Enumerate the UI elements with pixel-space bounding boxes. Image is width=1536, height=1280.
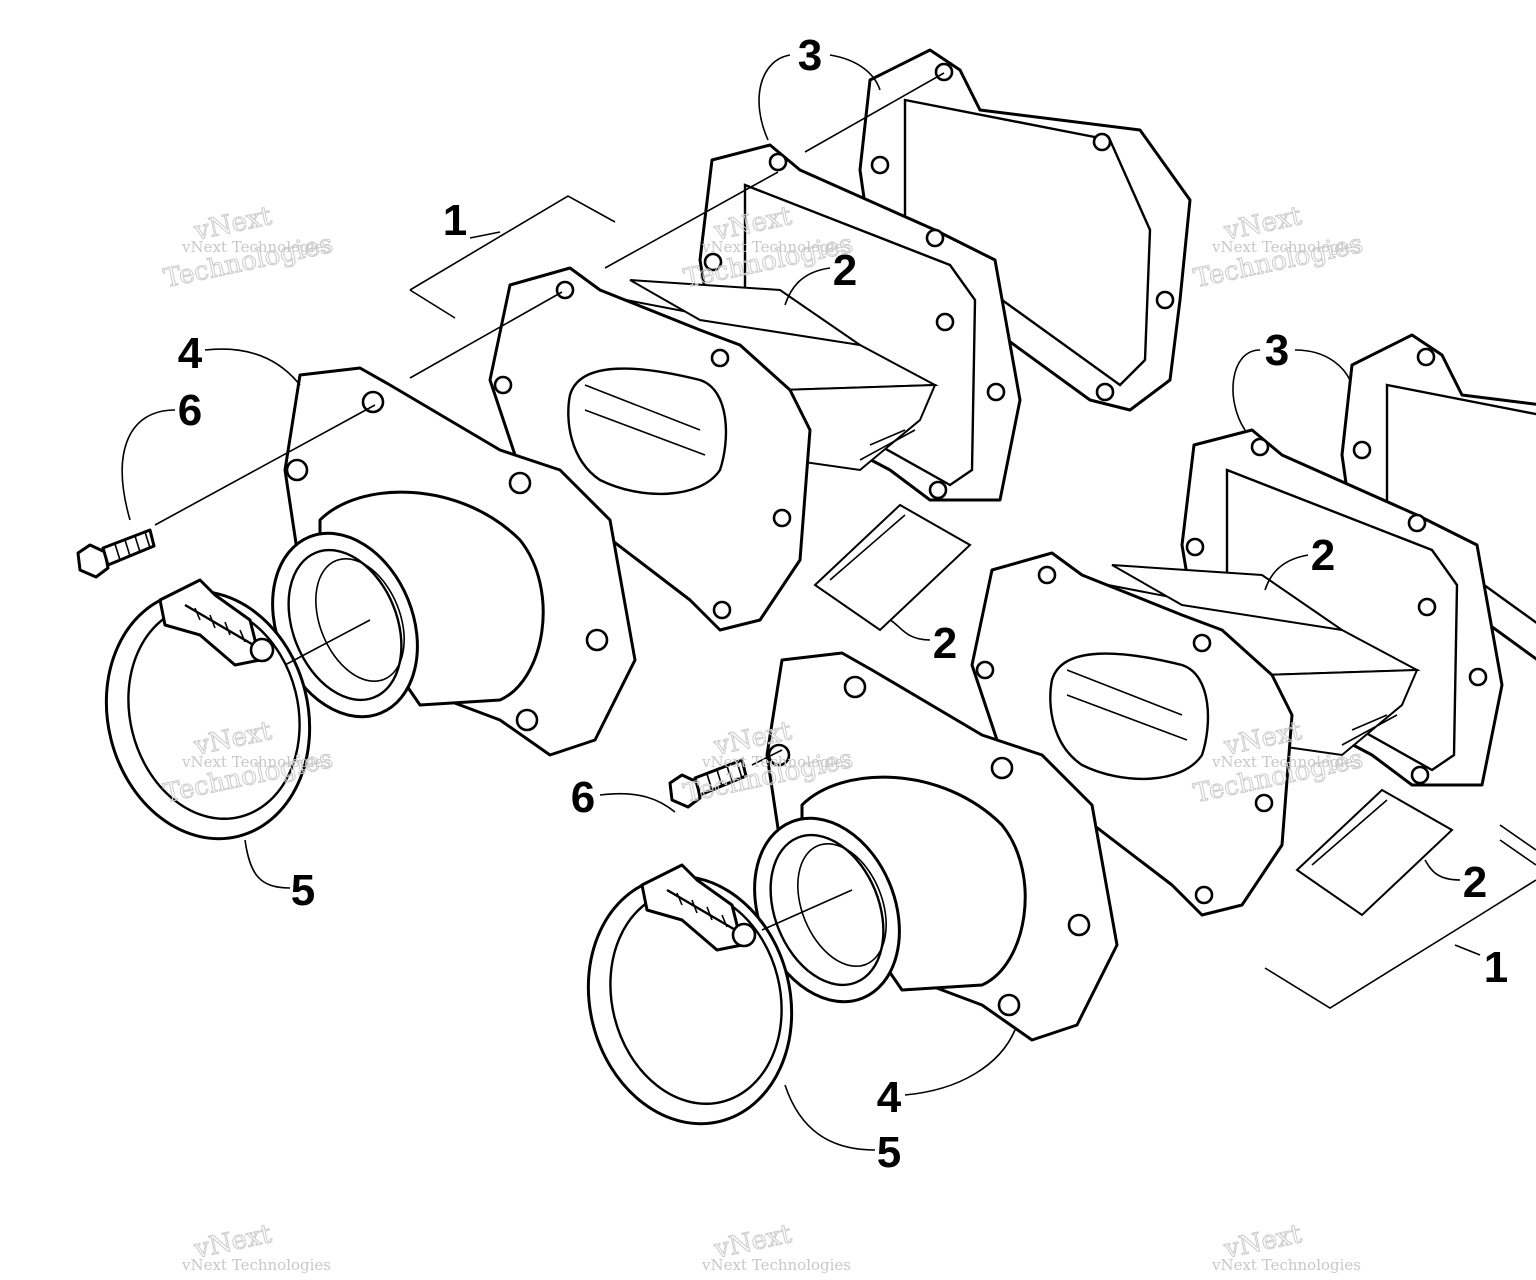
watermark-1: vNext vNext Technologies Technologies: [161, 201, 337, 295]
lower-assembly: [561, 333, 1536, 1147]
svg-text:vNext Technologies: vNext Technologies: [181, 1256, 331, 1274]
upper-assembly: [76, 48, 1192, 862]
callout-3-upper: 3: [798, 31, 822, 80]
svg-text:vNext Technologies: vNext Technologies: [1211, 1256, 1361, 1274]
callout-1-upper: 1: [443, 196, 467, 245]
watermark-8: vNext vNext Technologies: [701, 1219, 851, 1274]
watermark-9: vNext vNext Technologies: [1211, 1219, 1361, 1274]
svg-text:vNext Technologies: vNext Technologies: [1211, 238, 1361, 256]
callout-2-lower: 2: [1311, 531, 1335, 580]
callout-6-upper: 6: [178, 386, 202, 435]
callout-2-upper: 2: [833, 246, 857, 295]
svg-text:vNext Technologies: vNext Technologies: [1211, 753, 1361, 771]
callout-2-lower-lower: 2: [1463, 858, 1487, 907]
callout-6-lower: 6: [571, 773, 595, 822]
svg-text:vNext Technologies: vNext Technologies: [181, 238, 331, 256]
svg-text:vNext Technologies: vNext Technologies: [701, 1256, 851, 1274]
callout-1-lower: 1: [1484, 943, 1508, 992]
callout-4-upper: 4: [178, 329, 203, 378]
watermark-7: vNext vNext Technologies: [181, 1219, 331, 1274]
callout-3-lower: 3: [1265, 326, 1289, 375]
leader-lines: [121, 54, 1536, 1151]
callout-5-upper: 5: [291, 866, 315, 915]
bolt-upper: [76, 528, 156, 579]
watermark-6: vNext vNext Technologies Technologies: [1191, 716, 1367, 810]
svg-text:vNext Technologies: vNext Technologies: [701, 238, 851, 256]
watermark-3: vNext vNext Technologies Technologies: [1191, 201, 1367, 295]
callout-labels: 1 3 2 4 6 2 5 3 2 6 2 1 4 5: [178, 31, 1508, 1177]
svg-text:vNext Technologies: vNext Technologies: [181, 753, 331, 771]
svg-text:vNext Technologies: vNext Technologies: [701, 753, 851, 771]
callout-5-lower: 5: [877, 1128, 901, 1177]
callout-4-lower: 4: [877, 1073, 902, 1122]
callout-2-upper-lower: 2: [933, 619, 957, 668]
